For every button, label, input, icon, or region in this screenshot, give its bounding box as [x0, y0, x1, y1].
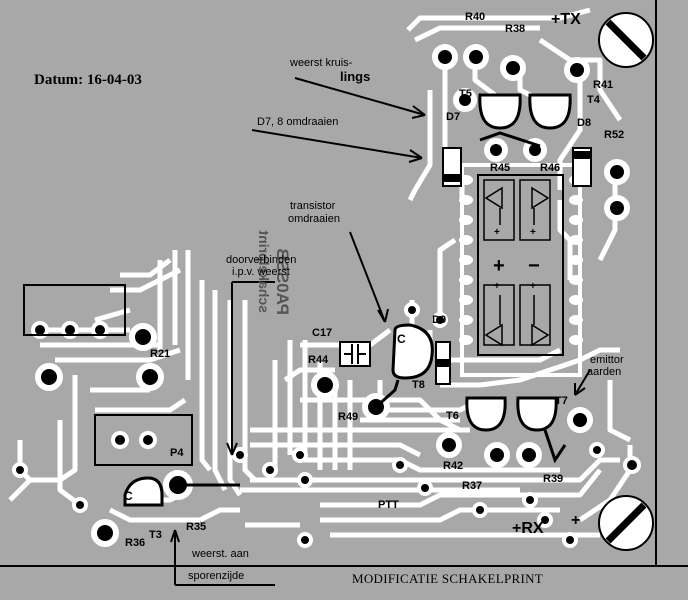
ic-socket	[459, 163, 583, 377]
label-t3: T3	[149, 529, 162, 541]
label-r41: R41	[593, 79, 614, 91]
label-r42: R42	[443, 460, 464, 472]
label-t7: T7	[555, 395, 568, 407]
note-doorverbinden-1: doorverbinden	[226, 254, 297, 266]
label-r21: R21	[150, 348, 171, 360]
label-t6: T6	[446, 410, 459, 422]
label-c-t3: C	[124, 489, 133, 503]
note-emittor-1: emittor	[590, 354, 624, 366]
note-transistor-2: omdraaien	[288, 213, 340, 225]
label-r40: R40	[465, 11, 486, 23]
ic-minus-symbol: −	[528, 255, 540, 277]
note-d7-d8: D7, 8 omdraaien	[257, 116, 339, 128]
small-vias	[12, 302, 641, 548]
solder-pads	[35, 44, 630, 547]
label-c17: C17	[312, 327, 333, 339]
note-weerst-kruislings-2: lings	[340, 69, 371, 84]
label-t5: T5	[459, 88, 472, 100]
jumpers	[178, 131, 567, 487]
label-r46: R46	[540, 162, 561, 174]
outline-boxes	[23, 284, 193, 466]
label-r36: R36	[125, 537, 146, 549]
ptt-label: PTT	[378, 499, 399, 511]
note-sporenzijde: sporenzijde	[188, 570, 245, 582]
label-r37: R37	[462, 480, 483, 492]
supply-tx-label: +TX	[551, 11, 581, 28]
annotation-arrows	[170, 77, 591, 586]
note-transistor-1: transistor	[290, 200, 336, 212]
note-emittor-2: aarden	[587, 366, 622, 378]
label-d7: D7	[446, 111, 461, 123]
ic-small-plus-4: +	[530, 281, 536, 292]
label-r52: R52	[604, 129, 625, 141]
note-weerst-aan: weerst. aan	[192, 548, 249, 560]
label-r39: R39	[543, 473, 564, 485]
label-r44: R44	[308, 354, 329, 366]
supply-plus-label: +	[571, 512, 581, 529]
note-doorverbinden-2: i.p.v. weerst	[232, 266, 290, 278]
drawing-title: MODIFICATIE SCHAKELPRINT	[352, 571, 544, 586]
label-r35: R35	[186, 521, 207, 533]
label-r38: R38	[505, 23, 526, 35]
label-r45: R45	[490, 162, 511, 174]
ic-small-plus-2: +	[530, 227, 536, 238]
label-r49: R49	[338, 411, 359, 423]
label-t4: T4	[587, 94, 600, 106]
label-d8: D8	[577, 117, 592, 129]
diodes	[435, 147, 592, 385]
supply-rx-label: +RX	[512, 520, 544, 537]
ic-plus-symbol: +	[493, 255, 505, 277]
label-p4: P4	[170, 447, 184, 459]
label-t8: T8	[412, 379, 425, 391]
board-outline	[0, 0, 688, 567]
ic-small-plus-1: +	[494, 227, 500, 238]
mounting-screws	[598, 12, 654, 551]
note-weerst-kruislings-1: weerst kruis-	[290, 57, 353, 69]
label-d9: D9	[432, 314, 447, 326]
ic-small-plus-3: +	[494, 281, 500, 292]
date-label: Datum: 16-04-03	[34, 72, 142, 88]
capacitor-c17	[339, 341, 371, 367]
transistors	[123, 93, 572, 507]
copper-traces	[8, 7, 633, 538]
label-c-t8: C	[397, 332, 406, 346]
